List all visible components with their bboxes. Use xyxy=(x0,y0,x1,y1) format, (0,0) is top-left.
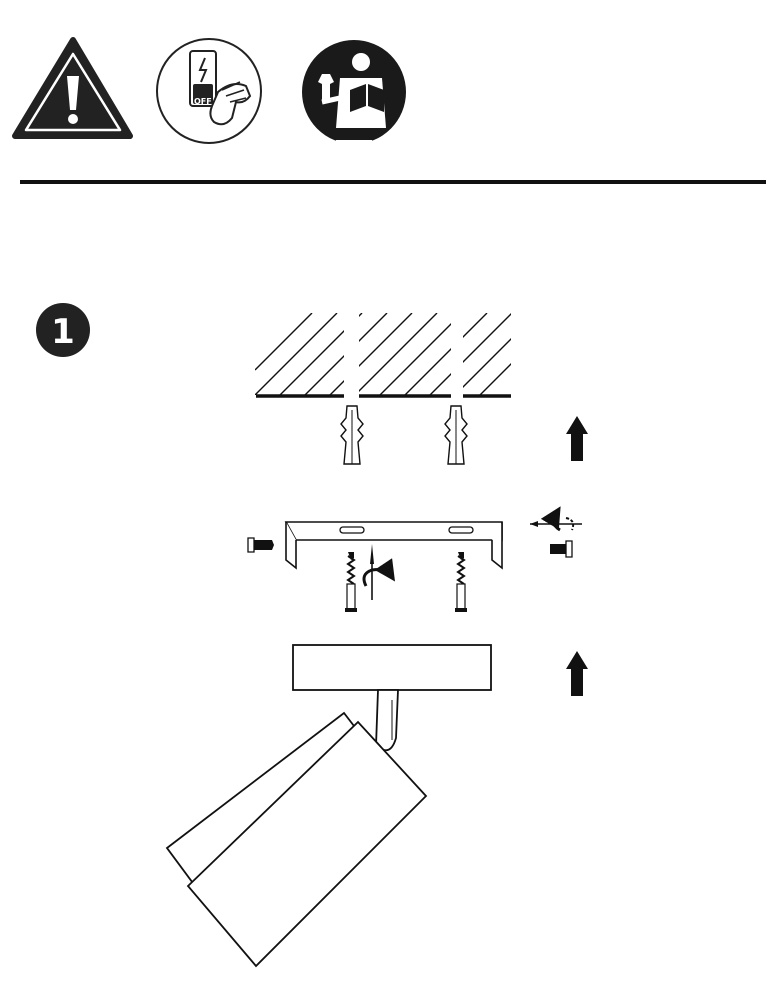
off-label: OFF xyxy=(194,97,212,106)
wall-plug-right xyxy=(444,405,468,465)
up-arrow-icon xyxy=(566,651,588,696)
lamp-head xyxy=(165,711,428,968)
wall-plug-left xyxy=(340,405,364,465)
ceiling-surface xyxy=(255,313,511,398)
screw-right xyxy=(455,552,467,612)
section-divider xyxy=(20,180,766,184)
small-screwdriver-icon xyxy=(530,506,582,532)
rotate-arrow-icon xyxy=(362,558,395,587)
side-screw-left xyxy=(247,537,274,553)
lamp-arm xyxy=(375,689,399,752)
screw-left xyxy=(345,552,357,612)
power-off-switch-icon: OFF xyxy=(156,38,262,144)
up-arrow-icon xyxy=(566,416,588,461)
step-number: 1 xyxy=(51,312,75,352)
screwdriver-icon xyxy=(370,544,374,600)
lamp-canopy xyxy=(292,644,492,691)
mounting-bracket xyxy=(284,521,503,570)
side-screw-right xyxy=(550,540,573,558)
warning-triangle-icon xyxy=(12,37,133,139)
read-manual-icon xyxy=(302,40,406,144)
step-badge: 1 xyxy=(36,303,90,357)
